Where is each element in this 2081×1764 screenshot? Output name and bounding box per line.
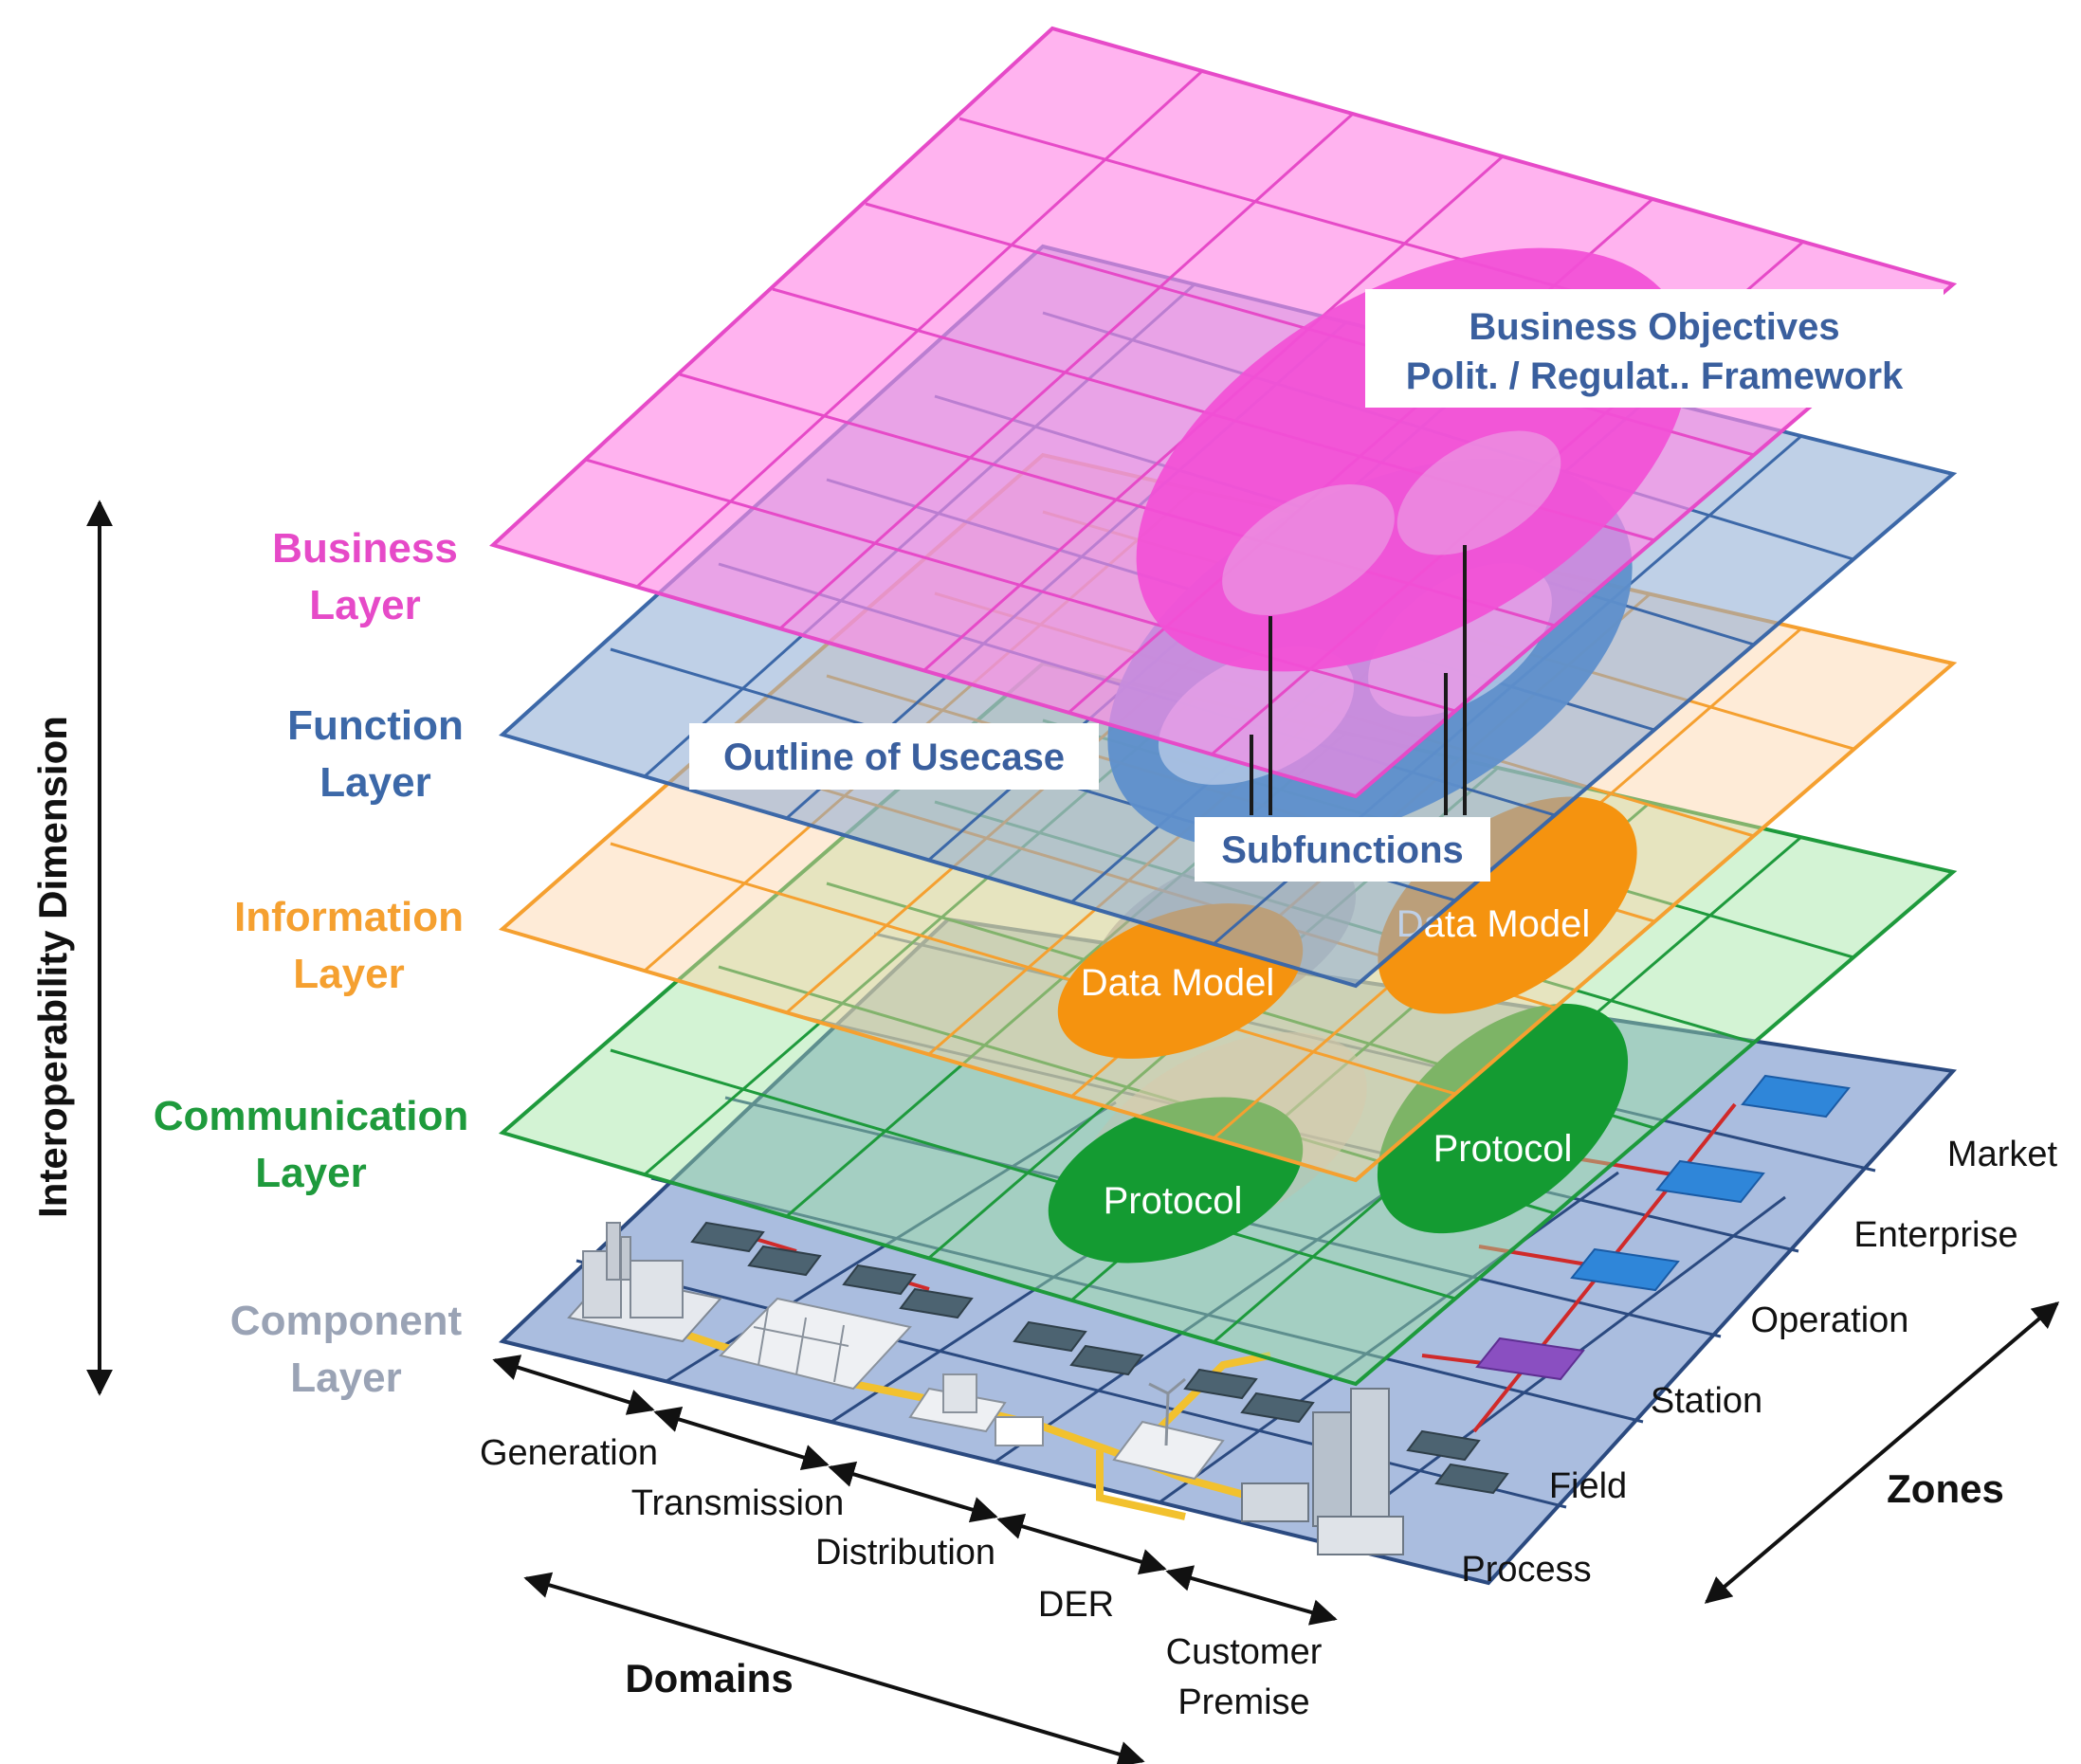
svg-text:Layer: Layer xyxy=(309,582,420,628)
protocol-ellipse-left xyxy=(1048,1097,1304,1264)
der-wind-icon xyxy=(1112,1377,1225,1481)
communication-layer-label: Communication Layer xyxy=(154,1093,468,1196)
function-layer-label: Function Layer xyxy=(287,702,464,806)
domain-transmission: Transmission xyxy=(631,1483,845,1523)
zone-station: Station xyxy=(1651,1381,1762,1421)
domains-arrow xyxy=(523,1572,1145,1764)
component-layer-label: Component Layer xyxy=(230,1298,463,1401)
interoperability-axis-title: Interoperability Dimension xyxy=(30,716,75,1218)
svg-text:Component: Component xyxy=(230,1298,463,1344)
zones-arrow xyxy=(1704,1301,2060,1604)
framework-text: Polit. / Regulat.. Framework xyxy=(1406,355,1904,397)
zone-process: Process xyxy=(1461,1550,1591,1590)
domain-distribution: Distribution xyxy=(815,1533,995,1573)
information-layer-label: Information Layer xyxy=(234,894,464,997)
business-layer-label: Business Layer xyxy=(272,525,458,628)
svg-text:Layer: Layer xyxy=(319,759,430,806)
enterprise-device-icon xyxy=(1655,1159,1765,1204)
svg-text:Information: Information xyxy=(234,894,464,940)
zones-title: Zones xyxy=(1887,1466,2004,1511)
subfunctions-text: Subfunctions xyxy=(1221,829,1464,871)
market-device-icon xyxy=(1741,1074,1851,1118)
outline-usecase-callout: Outline of Usecase xyxy=(689,723,1099,790)
domain-der: DER xyxy=(1038,1585,1114,1625)
protocol-label-left: Protocol xyxy=(1104,1180,1243,1222)
domain-customer: Customer xyxy=(1166,1632,1323,1672)
svg-text:Layer: Layer xyxy=(293,951,404,997)
domain-labels: Generation Transmission Distribution DER… xyxy=(480,1433,1323,1722)
zone-field: Field xyxy=(1549,1466,1627,1506)
interoperability-axis: Interoperability Dimension xyxy=(30,500,113,1396)
subfunction-connectors xyxy=(1250,545,1467,815)
domains-title: Domains xyxy=(625,1656,793,1700)
subfunctions-callout: Subfunctions xyxy=(1195,817,1490,882)
outline-usecase-text: Outline of Usecase xyxy=(723,737,1065,778)
distribution-transformer-icon xyxy=(908,1373,1044,1446)
business-plane xyxy=(489,26,1958,799)
domain-generation: Generation xyxy=(480,1433,658,1473)
transmission-substation-icon xyxy=(719,1297,912,1391)
domain-premise: Premise xyxy=(1177,1682,1309,1722)
svg-text:Function: Function xyxy=(287,702,464,749)
protocol-label-right: Protocol xyxy=(1433,1128,1573,1170)
zone-enterprise: Enterprise xyxy=(1853,1215,2017,1255)
protocol-ellipse-right xyxy=(1377,1003,1629,1234)
generation-plant-icon xyxy=(567,1222,722,1343)
zone-operation: Operation xyxy=(1751,1300,1909,1340)
customer-buildings-icon xyxy=(1241,1388,1404,1555)
business-objectives-callout: Business Objectives Polit. / Regulat.. F… xyxy=(1365,289,1944,408)
zone-devices xyxy=(1475,1074,1851,1381)
business-objectives-text: Business Objectives xyxy=(1469,306,1839,348)
field-devices xyxy=(690,1221,1509,1495)
svg-text:Layer: Layer xyxy=(290,1355,401,1401)
operation-device-icon xyxy=(1570,1247,1680,1292)
station-device-icon xyxy=(1475,1337,1585,1381)
zone-market: Market xyxy=(1947,1135,2058,1174)
svg-text:Business: Business xyxy=(272,525,458,572)
domain-axis xyxy=(492,1355,1338,1764)
svg-text:Communication: Communication xyxy=(154,1093,468,1139)
svg-text:Layer: Layer xyxy=(255,1150,366,1196)
data-model-label-left: Data Model xyxy=(1081,962,1275,1004)
